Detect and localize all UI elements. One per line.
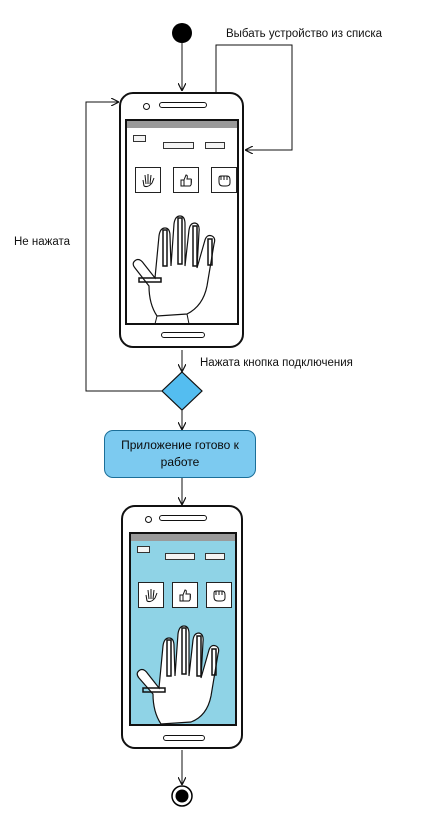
status-bar [131, 534, 235, 541]
process-app-ready-label: Приложение готово к работе [121, 438, 239, 469]
phone-screen [125, 119, 239, 325]
process-app-ready: Приложение готово к работе [104, 430, 256, 478]
gesture-button-hand [135, 167, 161, 193]
decision-diamond [161, 371, 203, 411]
thumbs-up-icon [180, 174, 192, 187]
speaker-icon [159, 515, 207, 521]
hand-illustration [132, 215, 216, 323]
mini-connect-button [205, 142, 225, 149]
gesture-button-hand [138, 582, 164, 608]
hand-open-icon [145, 589, 158, 603]
label-connect-pressed: Нажата кнопка подключения [200, 357, 353, 369]
flow-select-device-loop [215, 44, 293, 150]
speaker-icon [159, 102, 207, 108]
camera-icon [143, 103, 150, 110]
gesture-button-fist [211, 167, 237, 193]
phone-ready [121, 505, 243, 749]
hand-open-icon [142, 174, 155, 188]
gesture-button-fist [206, 582, 232, 608]
flow-not-pressed-loop [85, 102, 162, 392]
mini-device-dropdown [163, 142, 194, 149]
home-button [161, 332, 205, 338]
fist-icon [213, 590, 226, 602]
phone-device-select [119, 92, 244, 348]
status-bar [127, 121, 237, 128]
mini-button-left [133, 135, 146, 142]
mini-button-left [137, 546, 150, 553]
label-select-device: Выбать устройство из списка [226, 28, 383, 40]
mini-connect-button [205, 553, 225, 560]
mini-device-dropdown [165, 553, 195, 560]
start-node [172, 23, 192, 43]
phone-screen-ready [129, 532, 237, 726]
camera-icon [145, 516, 152, 523]
gesture-button-thumbs [173, 167, 199, 193]
fist-icon [218, 175, 231, 187]
home-button [163, 735, 205, 741]
hand-illustration [136, 625, 220, 724]
label-not-pressed: Не нажата [14, 236, 71, 248]
thumbs-up-icon [179, 589, 191, 602]
gesture-button-thumbs [172, 582, 198, 608]
